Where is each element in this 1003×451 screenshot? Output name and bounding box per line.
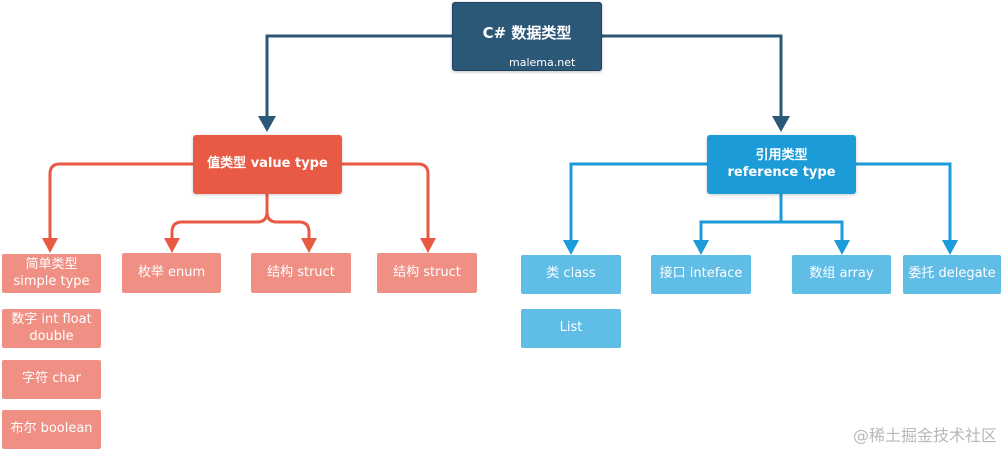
boolean-type-label: 布尔 boolean [10,421,93,437]
list-node: List [521,309,621,348]
delegate-node: 委托 delegate [903,255,1001,294]
char-type-label: 字符 char [22,371,81,387]
value-type-label: 值类型 value type [207,156,328,172]
value-arrowheads [42,238,436,253]
class-node: 类 class [521,255,621,294]
delegate-label: 委托 delegate [908,266,996,282]
enum-node: 枚举 enum [122,253,221,293]
root-connectors [265,34,783,120]
class-label: 类 class [546,266,596,282]
struct-label-1: 结构 struct [267,264,335,280]
value-connectors [48,162,430,240]
array-node: 数组 array [792,255,891,294]
interface-node: 接口 inteface [651,255,751,294]
number-type-label: 数字 int float double [11,312,92,344]
array-label: 数组 array [809,266,874,282]
char-type-node: 字符 char [2,360,101,399]
value-type-node: 值类型 value type [193,135,342,194]
reference-type-node: 引用类型 reference type [707,135,856,194]
interface-label: 接口 inteface [659,266,743,282]
reference-type-label: 引用类型 reference type [727,148,836,180]
root-node: C# 数据类型 malema.net [452,2,602,71]
root-title: C# 数据类型 [482,24,572,43]
ref-arrowheads [563,240,958,255]
root-site: malema.net [509,56,576,69]
simple-type-label: 简单类型 simple type [13,257,90,289]
simple-type-node: 简单类型 simple type [2,254,101,293]
struct-node-2: 结构 struct [377,253,477,293]
list-label: List [559,320,583,336]
ref-connectors [569,162,952,242]
boolean-type-node: 布尔 boolean [2,410,101,449]
enum-label: 枚举 enum [137,264,206,280]
struct-node-1: 结构 struct [251,253,351,293]
number-type-node: 数字 int float double [2,309,101,348]
struct-label-2: 结构 struct [393,264,461,280]
root-arrowheads [258,116,790,132]
watermark: @稀土掘金技术社区 [852,426,997,445]
